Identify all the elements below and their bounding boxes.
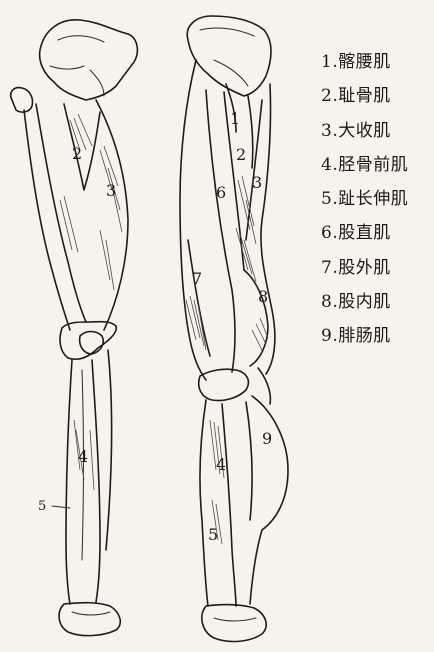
- legend-item: 2.耻骨肌: [321, 79, 408, 113]
- right-vastus-medialis: [244, 270, 268, 366]
- left-leg-skeleton: 2 3 4 5: [11, 20, 138, 636]
- right-label-pectineus: 2: [236, 145, 246, 164]
- legend-item: 1.髂腰肌: [321, 45, 408, 79]
- left-adductor-magnus: [96, 100, 128, 330]
- left-pelvis: [40, 20, 138, 100]
- muscle-legend: 1.髂腰肌 2.耻骨肌 3.大收肌 4.胫骨前肌 5.趾长伸肌 6.股直肌 7.…: [321, 45, 408, 354]
- right-label-gastrocnemius: 9: [262, 429, 272, 448]
- right-knee: [199, 369, 249, 400]
- right-rectus-femoris: [206, 90, 235, 372]
- left-label-adductor-magnus: 3: [106, 181, 116, 200]
- right-pelvis: [187, 16, 271, 96]
- left-label-ext-digitorum: 5: [38, 499, 46, 514]
- right-gastrocnemius: [250, 396, 288, 604]
- left-foot: [59, 603, 120, 636]
- left-fibula: [106, 350, 112, 550]
- left-femur: [24, 110, 70, 330]
- legend-item: 8.股内肌: [321, 285, 408, 319]
- legend-item: 5.趾长伸肌: [321, 182, 408, 216]
- right-label-rectus-femoris: 6: [216, 183, 226, 202]
- legend-item: 4.胫骨前肌: [321, 148, 408, 182]
- right-tibialis-anterior: [222, 404, 236, 606]
- right-label-adductor-magnus: 3: [252, 173, 262, 192]
- right-lower-leg-outer: [200, 400, 208, 606]
- right-leg-muscles: 1 2 3 6 7 8 9 4 5: [180, 16, 288, 641]
- left-tibia: [66, 360, 72, 604]
- right-adductor-magnus: [246, 100, 262, 240]
- left-label-pectineus: 2: [72, 144, 82, 163]
- right-vastus-lateralis: [188, 240, 210, 356]
- legend-item: 3.大收肌: [321, 114, 408, 148]
- right-foot: [202, 605, 266, 642]
- right-label-vastus-medialis: 8: [258, 287, 268, 306]
- legend-item: 7.股外肌: [321, 251, 408, 285]
- right-label-tibialis-anterior: 4: [216, 455, 226, 474]
- legend-item: 9.腓肠肌: [321, 319, 408, 353]
- left-label-tibialis-anterior: 4: [78, 447, 88, 466]
- right-pectineus: [248, 96, 253, 168]
- right-thigh-outer: [180, 60, 206, 380]
- left-femur-head: [11, 88, 33, 112]
- legend-item: 6.股直肌: [321, 216, 408, 250]
- right-label-vastus-lateralis: 7: [192, 269, 202, 288]
- right-label-ext-digitorum: 5: [208, 525, 218, 544]
- right-label-iliopsoas: 1: [230, 109, 240, 128]
